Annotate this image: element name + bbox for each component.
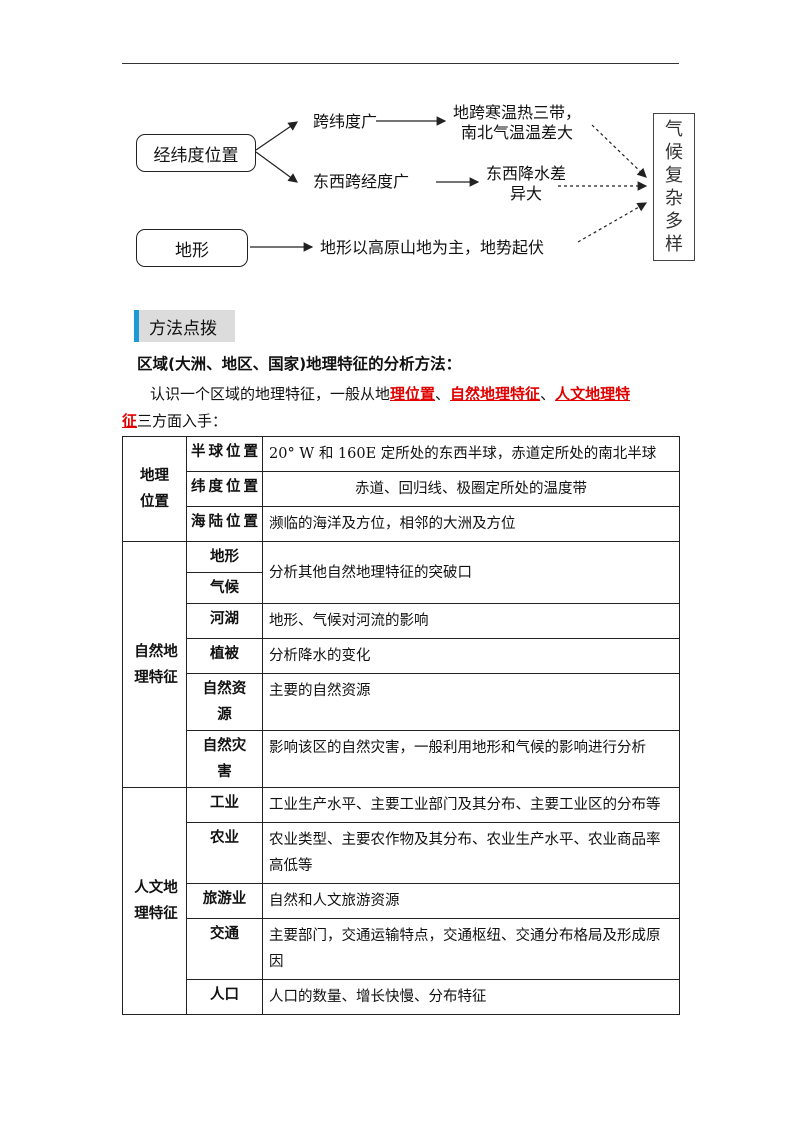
table-row: 交通 主要部门，交通运输特点，交通枢纽、交通分布格局及形成原因 [123, 918, 680, 980]
table-row: 自然资源 主要的自然资源 [123, 673, 680, 731]
desc-cell: 农业类型、主要农作物及其分布、农业生产水平、农业商品率高低等 [262, 822, 680, 884]
category-human: 人文地理特征 [122, 787, 187, 1015]
concept-diagram-arrows [250, 116, 648, 252]
sub-label: 地形 [186, 541, 263, 573]
arrow-to-lon [255, 151, 298, 183]
keyword-natural: 自然地理特征 [450, 385, 541, 403]
keyword-human-cont: 征 [122, 412, 138, 430]
keyword-human: 人文地理特 [555, 385, 631, 403]
table-row: 旅游业 自然和人文旅游资源 [123, 883, 680, 919]
table-row: 气候 [123, 572, 680, 604]
analysis-table: 地理位置 半球位置 20° W 和 160E 定所处的东西半球，赤道定所处的南北… [122, 436, 680, 1015]
node-lon-span: 东西跨经度广 [313, 172, 410, 191]
arrow-to-lat [255, 121, 298, 151]
node-terrain-result: 地形以高原山地为主，地势起伏 [320, 238, 545, 257]
node-climate: 气 候 复 杂 多 样 [653, 113, 695, 261]
sub-label: 河湖 [186, 603, 263, 639]
node-latlon-position: 经纬度位置 [136, 134, 256, 172]
table-row: 农业 农业类型、主要农作物及其分布、农业生产水平、农业商品率高低等 [123, 822, 680, 884]
desc-cell: 自然和人文旅游资源 [262, 883, 680, 919]
table-row: 自然灾害 影响该区的自然灾害，一般利用地形和气候的影响进行分析 [123, 730, 680, 788]
table-row: 河湖 地形、气候对河流的影响 [123, 603, 680, 639]
desc-cell: 人口的数量、增长快慢、分布特征 [262, 979, 680, 1015]
section-heading: 区域(大洲、地区、国家)地理特征的分析方法： [137, 355, 462, 373]
header-rule [122, 63, 679, 64]
node-terrain: 地形 [136, 229, 248, 267]
sub-label: 海陆位置 [186, 506, 263, 542]
table-row: 海陆位置 濒临的海洋及方位，相邻的大洲及方位 [123, 506, 680, 542]
node-result2: 东西降水差 异大 [486, 164, 567, 203]
sub-label: 植被 [186, 638, 263, 674]
category-geo: 地理位置 [122, 436, 187, 542]
arrow-r3-climate [577, 202, 648, 243]
desc-cell: 20° W 和 160E 定所处的东西半球，赤道定所处的南北半球 [262, 436, 680, 472]
table-row: 纬度位置 赤道、回归线、极圈定所处的温度带 [123, 471, 680, 507]
sub-label: 半球位置 [186, 436, 263, 472]
sub-label: 人口 [186, 979, 263, 1015]
desc-cell: 影响该区的自然灾害，一般利用地形和气候的影响进行分析 [262, 730, 680, 788]
node-lat-span: 跨纬度广 [313, 112, 378, 131]
category-natural: 自然地理特征 [122, 541, 187, 788]
desc-cell: 地形、气候对河流的影响 [262, 603, 680, 639]
table-row: 自然地理特征 地形 分析其他自然地理特征的突破口 [122, 541, 680, 788]
sub-label: 纬度位置 [186, 471, 263, 507]
keyword-location: 理位置 [390, 385, 436, 403]
method-tag: 方法点拨 [134, 310, 235, 342]
sub-label: 交通 [186, 918, 263, 980]
desc-cell: 主要部门，交通运输特点，交通枢纽、交通分布格局及形成原因 [262, 918, 680, 980]
node-result1: 地跨寒温热三带， 南北气温温差大 [453, 103, 582, 142]
intro-paragraph: 认识一个区域的地理特征，一般从地理位置、自然地理特征、人文地理特征三方面入手： [122, 385, 631, 430]
sub-label: 气候 [186, 572, 263, 604]
sub-label: 自然资源 [186, 673, 263, 731]
desc-cell: 主要的自然资源 [262, 673, 680, 731]
sub-label: 工业 [186, 787, 263, 823]
desc-cell: 分析降水的变化 [262, 638, 680, 674]
desc-cell: 工业生产水平、主要工业部门及其分布、主要工业区的分布等 [262, 787, 680, 823]
table-row: 人口 人口的数量、增长快慢、分布特征 [123, 979, 680, 1015]
table-row: 人文地理特征 工业 工业生产水平、主要工业部门及其分布、主要工业区的分布等 [122, 787, 680, 1015]
desc-cell: 濒临的海洋及方位，相邻的大洲及方位 [262, 506, 680, 542]
sub-label: 旅游业 [186, 883, 263, 919]
table-row: 地理位置 半球位置 20° W 和 160E 定所处的东西半球，赤道定所处的南北… [122, 436, 680, 542]
arrow-r1-climate [591, 124, 647, 178]
sub-label: 自然灾害 [186, 730, 263, 788]
sub-label: 农业 [186, 822, 263, 884]
table-row: 植被 分析降水的变化 [123, 638, 680, 674]
desc-cell: 分析其他自然地理特征的突破口 [262, 541, 680, 604]
desc-cell: 赤道、回归线、极圈定所处的温度带 [262, 471, 680, 507]
